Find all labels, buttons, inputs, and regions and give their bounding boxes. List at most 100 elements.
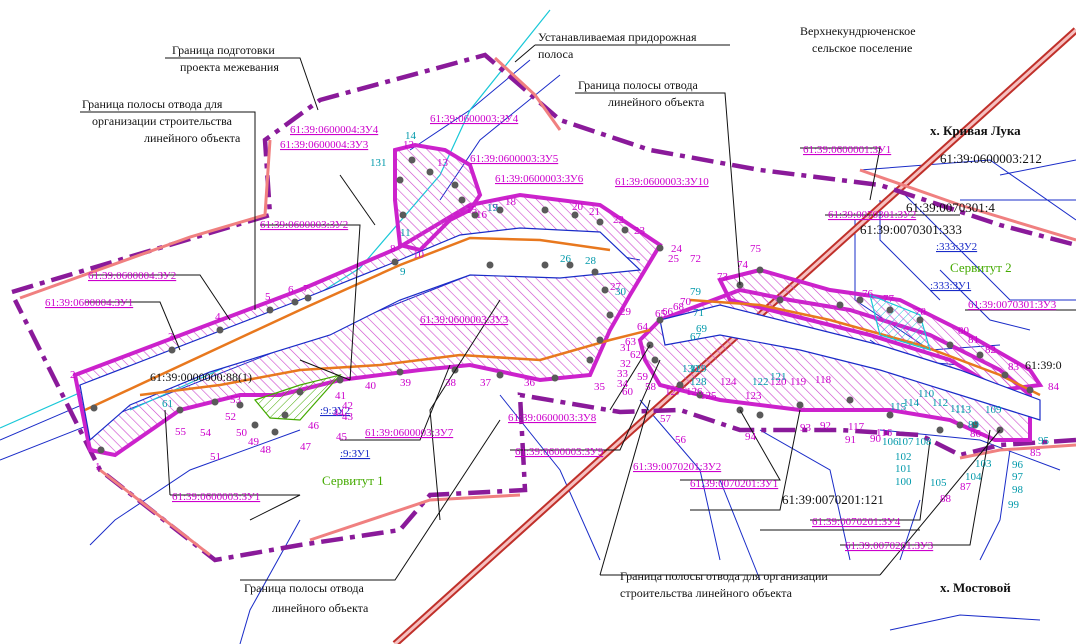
point-number-label: 24 — [671, 243, 683, 255]
point-number-label: 50 — [236, 427, 248, 439]
point-number-label: 58 — [645, 381, 657, 393]
point-number-label: 44 — [333, 407, 345, 419]
settlement-label-line2: сельское поселение — [812, 41, 912, 55]
label-9-zu1: :9:ЗУ1 — [340, 448, 370, 460]
row-left-label-line2: организации строительства — [92, 114, 233, 128]
point-number-label: 109 — [985, 404, 1002, 416]
cadastral-212: 61:39:0600003:212 — [940, 151, 1042, 166]
point-number-label: 106 — [882, 436, 899, 448]
point-number-label: 2 — [70, 369, 76, 381]
point-number-label: 119 — [790, 376, 807, 388]
parcel-0070201-zu3: 61:39:0070201:ЗУ3 — [845, 540, 934, 552]
parcel-0600003-zu3: 61:39:0600003:ЗУ3 — [420, 314, 509, 326]
point-number-label: 114 — [903, 397, 920, 409]
place-mostovoy: х. Мостовой — [940, 580, 1011, 595]
parcel-0070301-zu3: 61:39:0070301:ЗУ3 — [968, 299, 1057, 311]
point-number-label: 48 — [260, 444, 272, 456]
point-number-label: 60 — [622, 386, 634, 398]
point-number-label: 59 — [637, 371, 649, 383]
point-number-label: 75 — [750, 243, 762, 255]
project-boundary — [11, 52, 1076, 563]
point-number-label: 63 — [625, 336, 637, 348]
point-number-label: 30 — [615, 286, 627, 298]
point-number-label: 85 — [1030, 447, 1042, 459]
point-number-label: 128 — [690, 376, 707, 388]
servitude-1-label: Сервитут 1 — [322, 473, 384, 488]
parcel-0070201-zu4: 61:39:0070201:ЗУ4 — [812, 516, 901, 528]
point-number-label: 110 — [918, 388, 935, 400]
point-number-label: 121 — [770, 371, 787, 383]
point-number-label: 126 — [686, 386, 703, 398]
label-9-zu2: :9:ЗУ2 — [320, 405, 350, 417]
point-number-label: 101 — [895, 463, 912, 475]
row-bottom-label-line1: Граница полосы отвода — [244, 581, 364, 595]
callouts: Граница подготовки проекта межевания Уст… — [82, 24, 1062, 615]
point-number-label: 22 — [613, 214, 624, 226]
parcel-0600001-zu1: 61:39:0600001:ЗУ1 — [803, 144, 891, 156]
point-number-label: 82 — [985, 344, 996, 356]
row-left-label-line3: линейного объекта — [144, 131, 241, 145]
settlement-label-line1: Верхнекундрюченское — [800, 24, 916, 38]
point-number-label: 32 — [620, 358, 631, 370]
blue-labels: :333:ЗУ2 :333:ЗУ1 :9:ЗУ2 :9:ЗУ1 — [320, 241, 977, 460]
point-number-label: 115 — [890, 401, 907, 413]
label-333-zu2: :333:ЗУ2 — [936, 241, 977, 253]
point-number-label: 99 — [1008, 499, 1020, 511]
servitude-2-label: Сервитут 2 — [950, 260, 1012, 275]
parcel-0600004-zu1: 61:39:0600004:ЗУ1 — [45, 297, 133, 309]
parcel-0070301-zu2: 61:39:0070301:ЗУ2 — [828, 209, 916, 221]
row-construction-bottom-line1: Граница полосы отвода для организации — [620, 569, 828, 583]
point-number-label: 53 — [230, 394, 242, 406]
point-number-label: 118 — [815, 374, 832, 386]
point-number-label: 86 — [970, 428, 982, 440]
point-number-label: 68 — [673, 301, 685, 313]
point-number-label: 77 — [883, 293, 895, 305]
point-number-label: 107 — [897, 436, 914, 448]
row-top-label-line2: линейного объекта — [608, 95, 705, 109]
point-number-label: 38 — [445, 377, 457, 389]
roadside-strip-label-line2: полоса — [538, 47, 574, 61]
point-number-label: 67 — [690, 331, 702, 343]
point-number-label: 120 — [770, 376, 787, 388]
point-number-label: 105 — [930, 477, 947, 489]
parcel-0600003-zu10: 61:39:0600003:ЗУ10 — [615, 176, 709, 188]
point-number-label: 14 — [405, 130, 417, 142]
parcel-0600003-zu9: 61:39:0600003:ЗУ9 — [515, 446, 604, 458]
point-number-label: 28 — [585, 255, 597, 267]
point-number-label: 69 — [696, 323, 708, 335]
survey-points — [90, 156, 1034, 454]
point-number-label: 19 — [487, 202, 499, 214]
point-number-label: 103 — [975, 458, 992, 470]
point-number-label: 90 — [870, 433, 882, 445]
point-number-label: 88 — [940, 493, 952, 505]
point-number-label: 81 — [968, 334, 979, 346]
point-number-label: 129 — [690, 363, 707, 375]
point-number-label: 66 — [662, 306, 674, 318]
point-number-label: 47 — [300, 441, 312, 453]
point-number-label: 57 — [660, 413, 672, 425]
point-number-label: 26 — [560, 253, 572, 265]
point-number-label: 9 — [400, 266, 406, 278]
point-number-label: 117 — [848, 421, 865, 433]
point-number-label: 98 — [1012, 484, 1024, 496]
point-number-label: 13 — [437, 157, 449, 169]
point-number-label: 55 — [175, 426, 187, 438]
point-number-label: 27 — [610, 281, 622, 293]
point-number-label: 11 — [400, 227, 411, 239]
point-number-label: 42 — [342, 400, 353, 412]
point-number-label: 124 — [720, 376, 737, 388]
cadastral-0070301-4: 61:39:0070301:4 — [906, 200, 995, 215]
row-left-label-line1: Граница полосы отвода для — [82, 97, 223, 111]
parcel-0600004-zu2: 61:39:0600004:ЗУ2 — [88, 270, 176, 282]
point-number-label: 112 — [932, 397, 948, 409]
parcel-0600003-zu5: 61:39:0600003:ЗУ5 — [470, 153, 559, 165]
point-number-label: 97 — [1012, 471, 1024, 483]
point-number-label: 25 — [668, 253, 680, 265]
point-number-label: 125 — [700, 390, 717, 402]
prep-boundary-label-line1: Граница подготовки — [172, 43, 275, 57]
leader-lines — [80, 44, 1076, 581]
point-number-label: 65 — [655, 308, 667, 320]
row-construction-bottom-line2: строительства линейного объекта — [620, 586, 793, 600]
